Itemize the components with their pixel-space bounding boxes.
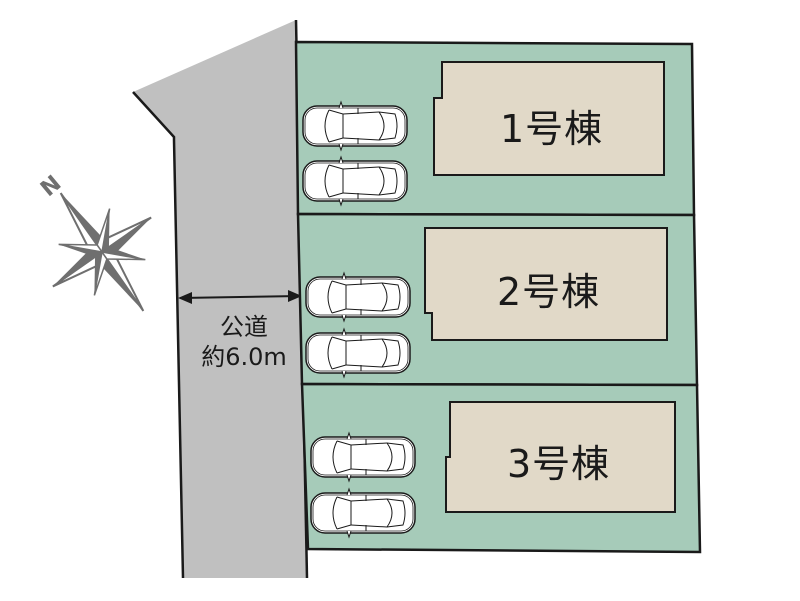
public-road	[132, 19, 309, 579]
road-width-arrow	[178, 290, 302, 304]
parking-car-2b	[305, 328, 411, 378]
lot-2	[296, 212, 699, 387]
road-width-label: 約6.0m	[201, 343, 287, 371]
parking-car-1a	[302, 101, 408, 151]
road-label: 公道 約6.0m	[186, 312, 302, 372]
parking-car-2a	[305, 272, 411, 322]
road-type-label: 公道	[220, 313, 268, 341]
building-3-label: 3号棟	[507, 442, 611, 486]
parking-car-3b	[310, 488, 416, 538]
building-2-label: 2号棟	[497, 270, 601, 314]
parking-car-1b	[302, 156, 408, 206]
building-1-label: 1号棟	[500, 107, 604, 151]
compass-rose-icon	[52, 192, 152, 312]
parking-car-3a	[310, 432, 416, 482]
